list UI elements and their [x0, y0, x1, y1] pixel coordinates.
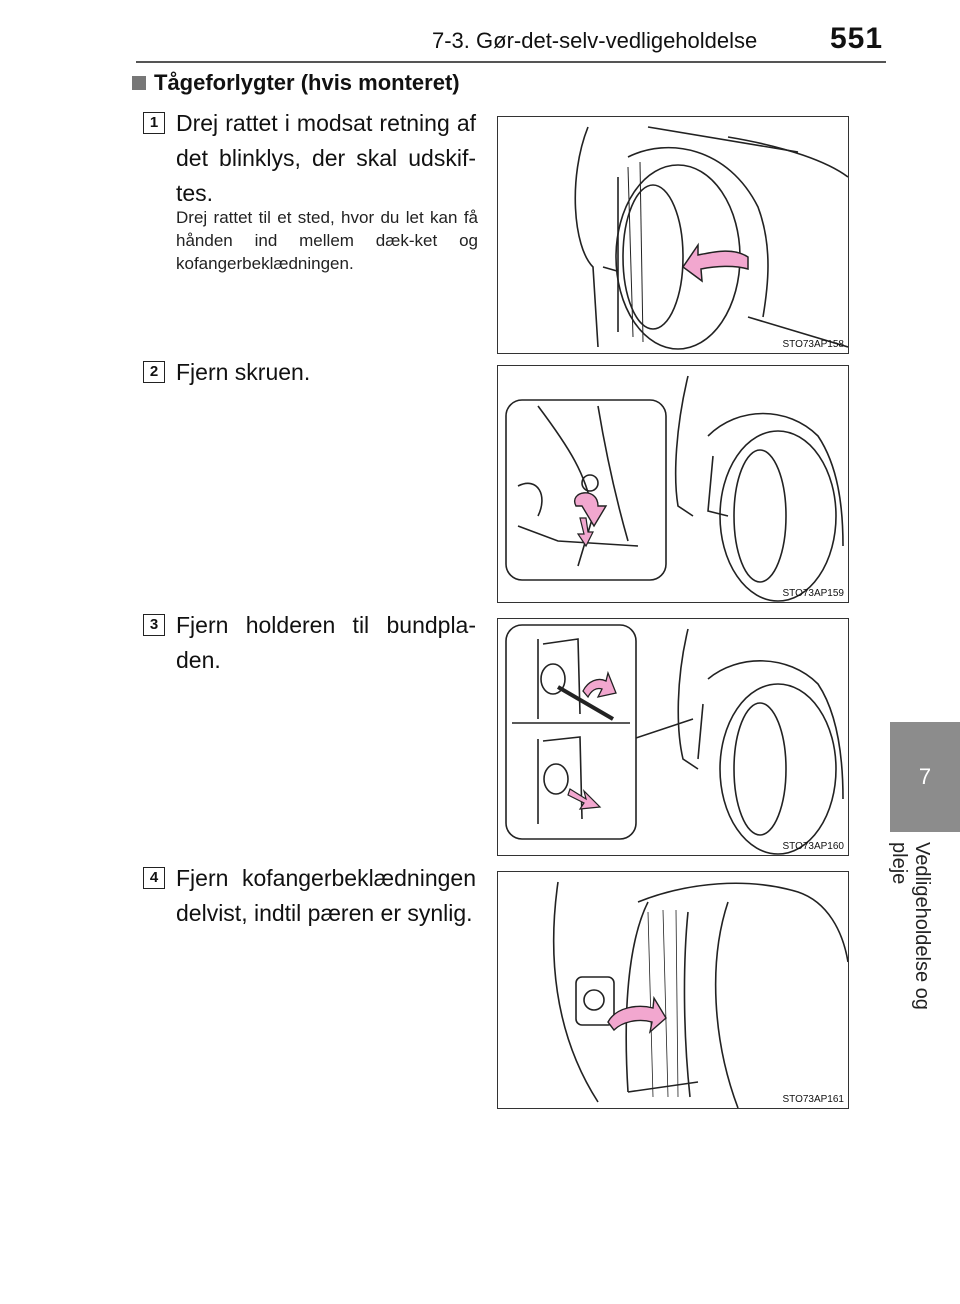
down-arrow-icon	[576, 517, 594, 548]
step-number-2: 2	[143, 361, 165, 383]
figure-code: STO73AP160	[782, 841, 844, 852]
holder-removal-illustration	[505, 624, 844, 855]
bumper-cover-illustration	[552, 881, 848, 1108]
turn-arrow-icon	[681, 242, 749, 283]
step-3-text: Fjern holderen til bundpla-den.	[176, 612, 476, 673]
figure-step-3: STO73AP160	[497, 618, 849, 856]
figure-code: STO73AP159	[782, 588, 844, 599]
wheel-turn-illustration	[574, 126, 848, 350]
step-number-1: 1	[143, 112, 165, 134]
step-1-note: Drej rattet til et sted, hvor du let kan…	[176, 208, 478, 273]
page-number: 551	[830, 22, 884, 55]
figure-step-1: STO73AP158	[497, 116, 849, 354]
section-title: Tågeforlygter (hvis monteret)	[132, 70, 460, 96]
figure-code: STO73AP161	[782, 1094, 844, 1105]
step-number-4: 4	[143, 867, 165, 889]
screw-removal-illustration	[505, 375, 844, 602]
square-bullet-icon	[132, 76, 146, 90]
step-number-3: 3	[143, 614, 165, 636]
pull-arrow-icon	[607, 995, 667, 1034]
chapter-label: Vedligeholdelse og pleje	[888, 842, 933, 1010]
pull-arrow-icon	[567, 788, 602, 810]
figure-step-4: STO73AP161	[497, 871, 849, 1109]
step-4-text: Fjern kofangerbeklædningen delvist, indt…	[176, 865, 476, 926]
step-1-text: Drej rattet i modsat retning af det blin…	[176, 110, 476, 206]
step-2-text: Fjern skruen.	[176, 359, 311, 385]
section-title-text: Tågeforlygter (hvis monteret)	[154, 70, 460, 95]
chapter-number: 7	[918, 764, 932, 789]
rotate-arrow-icon	[582, 670, 617, 699]
figure-step-2: STO73AP159	[497, 365, 849, 603]
header-divider	[136, 61, 886, 63]
chapter-tab: 7	[890, 722, 960, 832]
rotate-arrow-icon	[573, 492, 608, 528]
figure-code: STO73AP158	[782, 339, 844, 350]
header-section-title: 7-3. Gør-det-selv-vedligeholdelse	[432, 28, 758, 53]
